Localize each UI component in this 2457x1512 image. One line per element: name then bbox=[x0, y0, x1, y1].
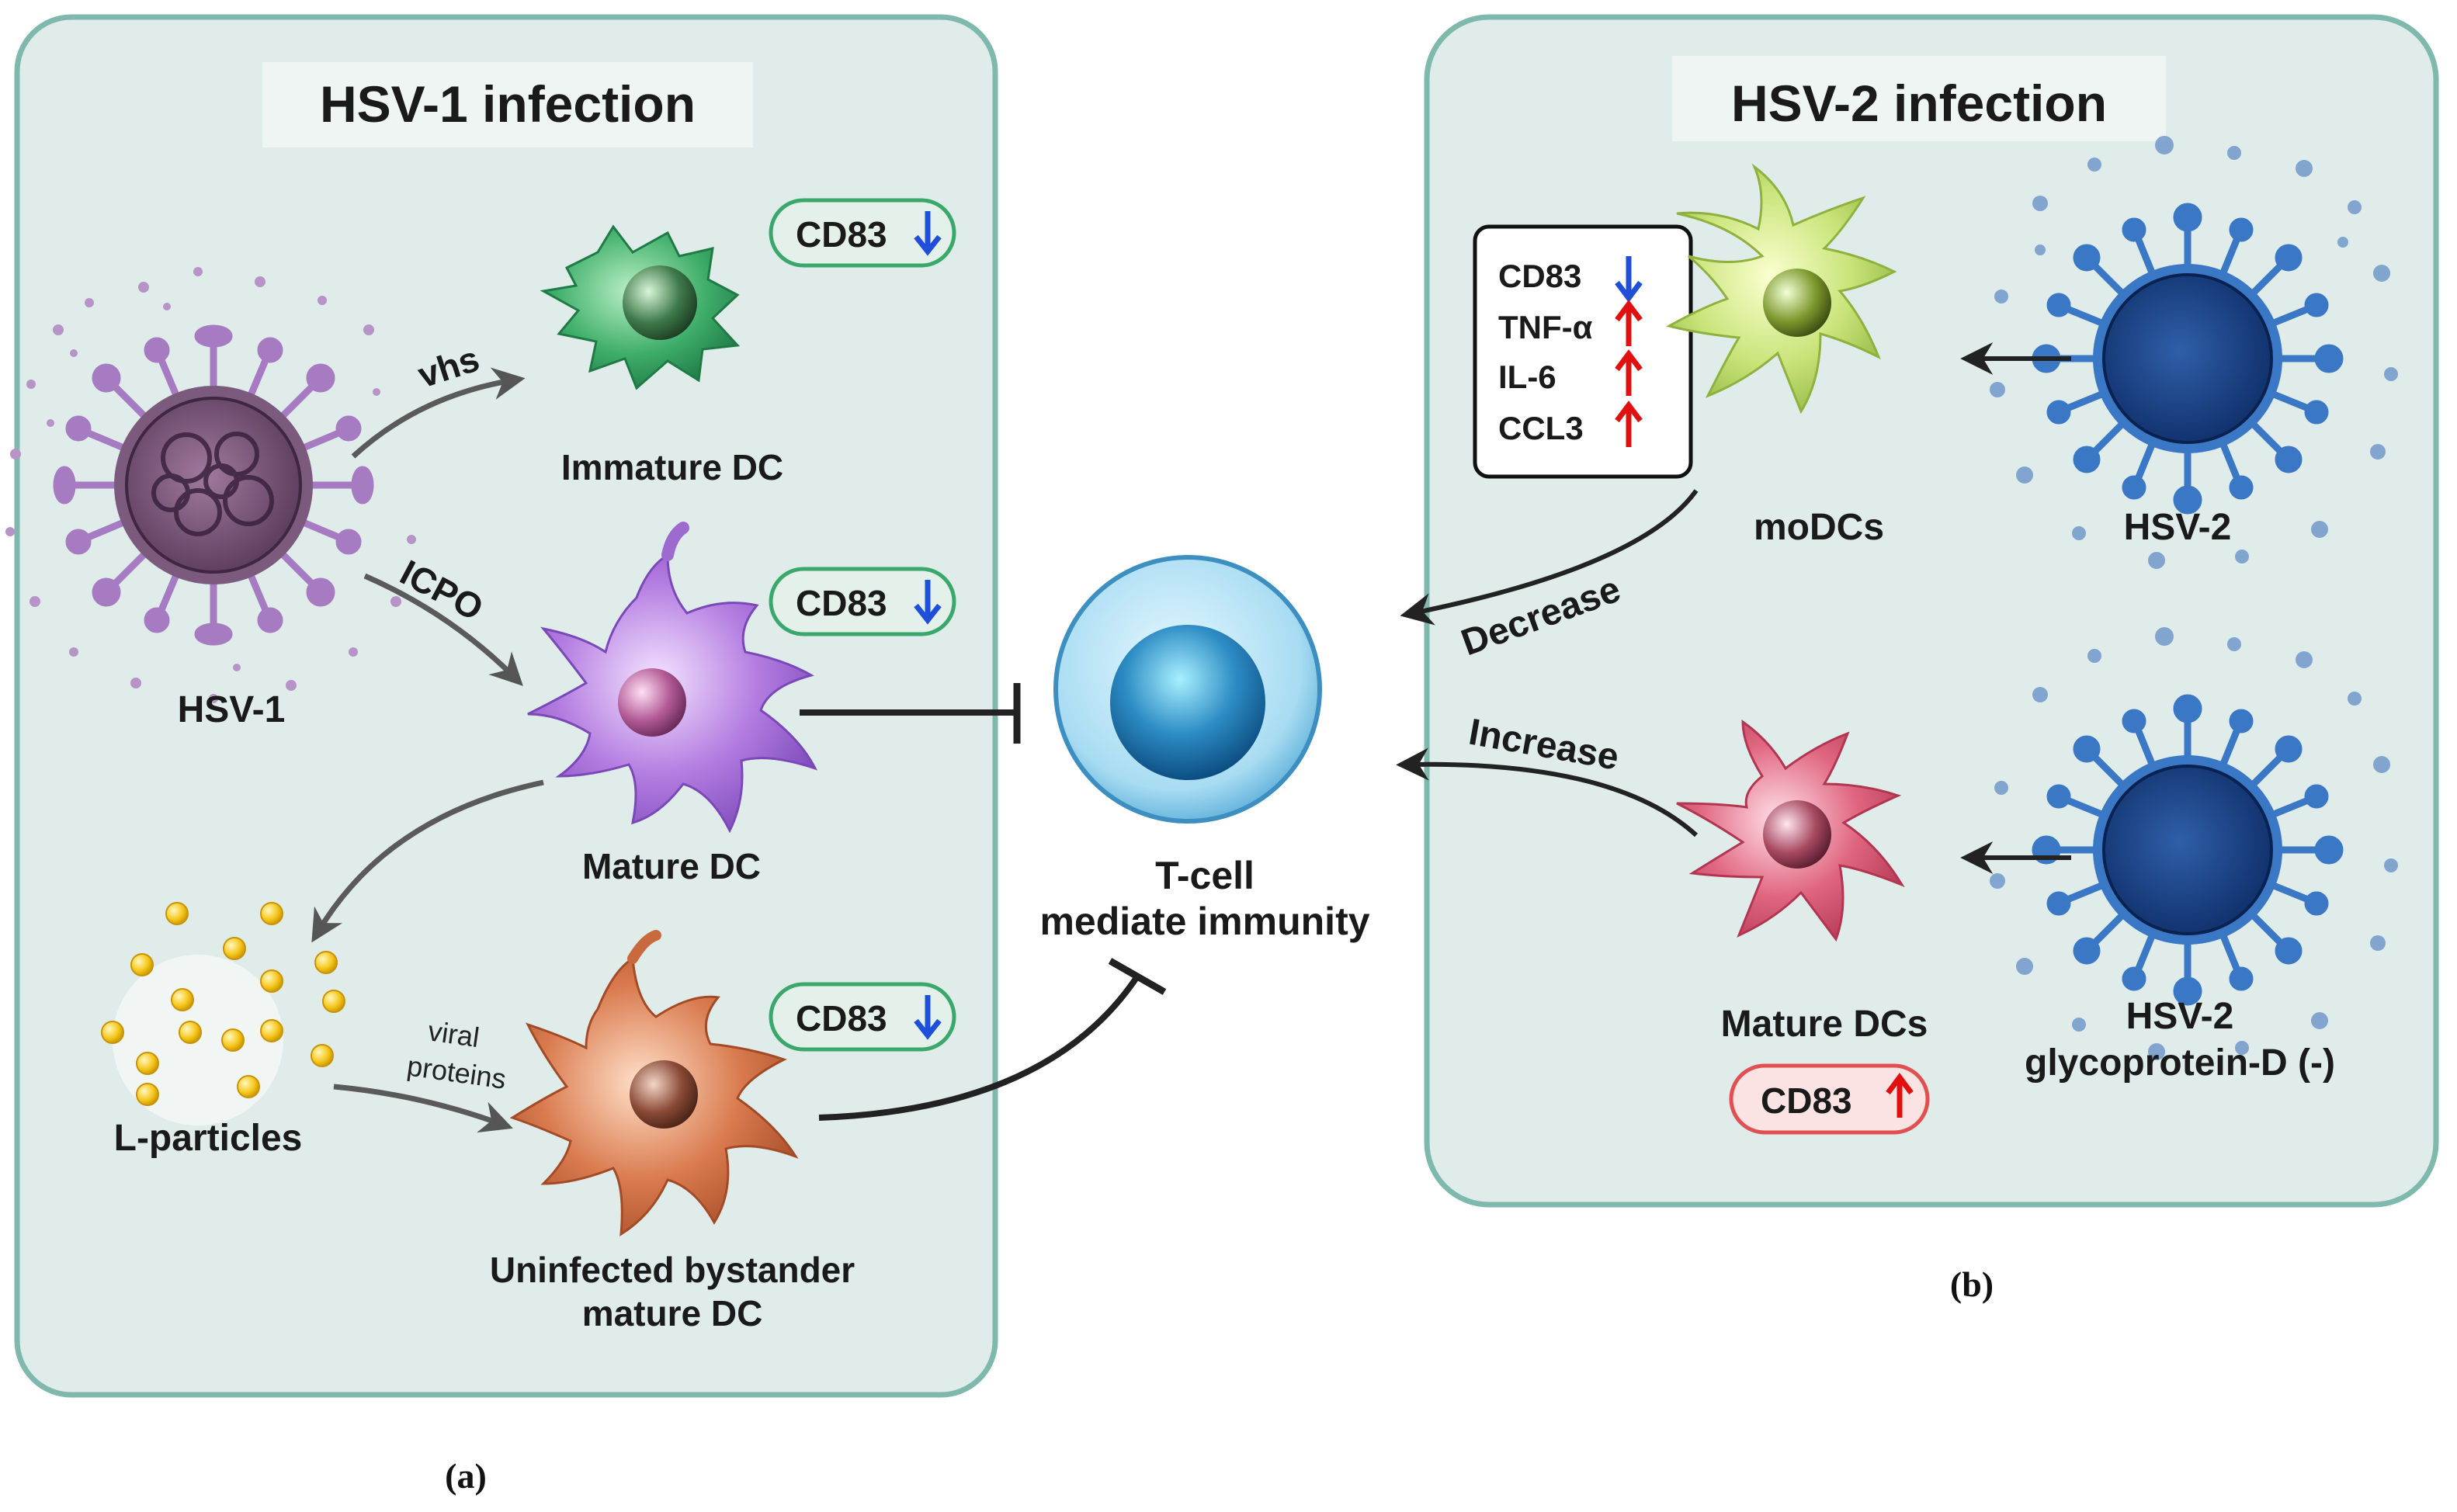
modcs-label: moDCs bbox=[1754, 507, 1884, 548]
cytokine-il6: IL-6 bbox=[1498, 359, 1556, 395]
inhibit-bar-bystander bbox=[1108, 958, 1167, 995]
hsv2-gd-label-line2: glycoprotein-D (-) bbox=[2025, 1042, 2335, 1084]
bystander-dc-cell-icon bbox=[509, 930, 799, 1236]
il6-up-arrow-icon bbox=[1615, 349, 1643, 396]
immature-dc-cd83-badge: CD83 bbox=[769, 198, 956, 268]
immature-dc-label: Immature DC bbox=[561, 447, 783, 487]
bystander-dc-label-line2: mature DC bbox=[582, 1293, 763, 1333]
mature-dcs-cell-icon bbox=[1676, 720, 1905, 942]
inhibit-line-bystander bbox=[818, 974, 1140, 1121]
immature-dc-cell-icon bbox=[540, 224, 741, 390]
hsv2-label: HSV-2 bbox=[2124, 507, 2232, 548]
panel-b-title-box bbox=[1672, 56, 2166, 141]
cytokine-ccl3: CCL3 bbox=[1498, 410, 1584, 446]
panel-a-caption: (a) bbox=[445, 1456, 487, 1496]
panel-a-title-box bbox=[262, 62, 753, 147]
svg-text:CD83: CD83 bbox=[1761, 1080, 1852, 1121]
bystander-dc-cd83-badge: CD83 bbox=[769, 982, 956, 1052]
arrow-decrease bbox=[1400, 489, 1699, 626]
tcell-label-line1: T-cell bbox=[1155, 854, 1255, 897]
arrow-viral-proteins bbox=[333, 1084, 513, 1133]
mature-dc-cd83-badge: CD83 bbox=[769, 567, 956, 636]
hsv2-gd-negative-virus-icon bbox=[1990, 627, 2398, 1060]
panel-b-title: HSV-2 infection bbox=[1731, 75, 2107, 132]
hsv1-virus-icon bbox=[5, 267, 416, 703]
cytokine-list-box: CD83 TNF-α IL-6 CCL3 bbox=[1473, 224, 1693, 479]
viral-label: viral bbox=[426, 1014, 481, 1053]
mature-dcs-cd83-badge: CD83 bbox=[1729, 1063, 1930, 1135]
svg-text:CD83: CD83 bbox=[796, 214, 887, 255]
l-particles-icon bbox=[101, 902, 345, 1125]
arrow-to-l-particles bbox=[311, 779, 544, 943]
modc-cell-icon bbox=[1665, 163, 1897, 414]
arrow-increase bbox=[1396, 747, 1699, 837]
mature-dc-label: Mature DC bbox=[582, 846, 761, 886]
hsv1-label: HSV-1 bbox=[178, 689, 286, 730]
mature-dc-cell-icon bbox=[527, 522, 817, 834]
tcell-label-line2: mediate immunity bbox=[1039, 900, 1369, 943]
arrow-icpo bbox=[363, 573, 523, 686]
arrow-vhs bbox=[351, 367, 526, 459]
panel-b-caption: (b) bbox=[1950, 1264, 1994, 1304]
tcell-icon bbox=[1053, 555, 1322, 824]
mature-dcs-label: Mature DCs bbox=[1721, 1004, 1928, 1045]
cytokine-cd83: CD83 bbox=[1498, 258, 1581, 294]
bystander-dc-label-line1: Uninfected bystander bbox=[490, 1250, 855, 1290]
panel-a-title: HSV-1 infection bbox=[320, 75, 696, 133]
cytokine-tnf: TNF-α bbox=[1498, 309, 1593, 345]
cd83-down-arrow-icon bbox=[1615, 256, 1643, 303]
tnf-up-arrow-icon bbox=[1615, 300, 1643, 346]
ccl3-up-arrow-icon bbox=[1615, 401, 1643, 447]
svg-text:CD83: CD83 bbox=[796, 998, 887, 1039]
l-particles-label: L-particles bbox=[114, 1118, 303, 1159]
hsv2-virus-icon bbox=[1990, 136, 2398, 569]
hsv2-gd-label-line1: HSV-2 bbox=[2126, 996, 2234, 1037]
svg-text:CD83: CD83 bbox=[796, 583, 887, 623]
